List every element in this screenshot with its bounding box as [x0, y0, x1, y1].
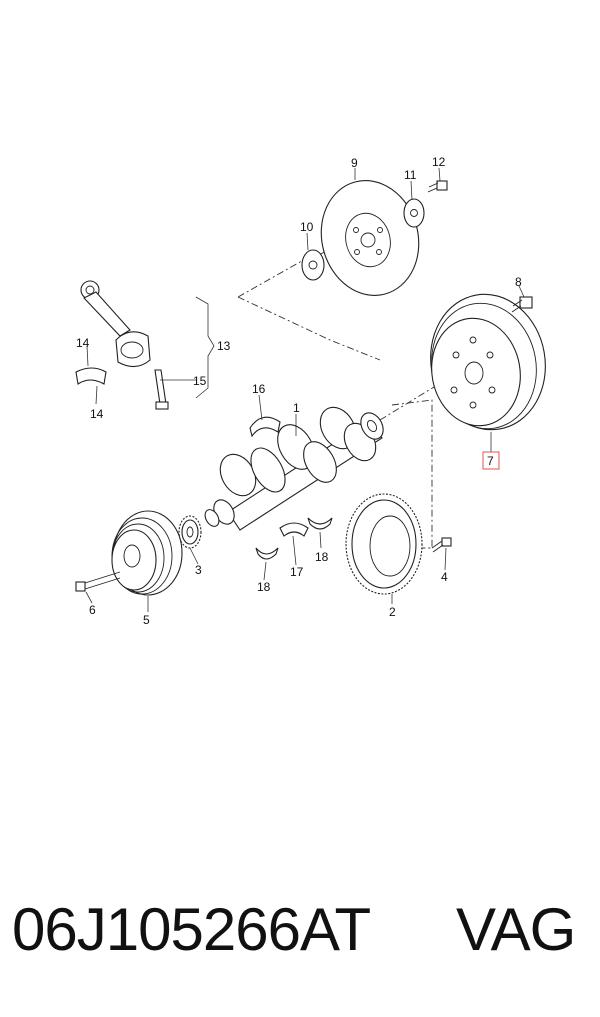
bearing-shell-part-17	[279, 522, 309, 537]
sprocket-part-3	[178, 515, 202, 549]
callout-17: 17	[290, 565, 304, 579]
callout-5: 5	[143, 613, 150, 627]
connecting-rod-assembly	[75, 280, 169, 410]
callout-11: 11	[404, 168, 417, 182]
callout-3: 3	[195, 563, 202, 577]
callout-18-left: 18	[257, 580, 271, 594]
bearing-shell-part-16	[249, 416, 281, 438]
part-info-footer: 06J105266AT VAG	[0, 895, 600, 985]
callout-labels: 1 2 3 4 5 6 7 8 9 10 11 12 13 14 14 15 1…	[76, 155, 522, 627]
callout-8: 8	[515, 275, 522, 289]
callout-4: 4	[441, 570, 448, 584]
callout-14-lower: 14	[90, 407, 104, 421]
callout-13: 13	[217, 339, 231, 353]
callout-14-upper: 14	[76, 336, 90, 350]
callout-18-right: 18	[315, 550, 329, 564]
thrust-washer-part-18-lower	[255, 547, 279, 560]
callout-1: 1	[293, 401, 300, 415]
callout-15: 15	[193, 374, 207, 388]
callout-9: 9	[351, 156, 358, 170]
pulley-part-5	[111, 510, 183, 596]
bolt-part-4	[431, 537, 452, 553]
thrust-washer-part-18-upper	[307, 517, 333, 530]
flywheel-part-7	[430, 293, 546, 431]
ring-gear-part-2	[345, 493, 423, 595]
shim-plate-part-10	[301, 249, 325, 281]
callout-2: 2	[389, 605, 396, 619]
exploded-parts-diagram: 1 2 3 4 5 6 7 8 9 10 11 12 13 14 14 15 1…	[75, 155, 546, 627]
bolt-part-6	[75, 571, 121, 592]
crankshaft-part-1	[204, 406, 384, 531]
drive-plate-part-9	[320, 180, 420, 296]
callout-12: 12	[432, 155, 446, 169]
part-number: 06J105266AT	[12, 896, 371, 963]
callout-16: 16	[252, 382, 266, 396]
callout-7: 7	[487, 454, 494, 468]
reinforcement-plate-part-11	[403, 198, 425, 228]
callout-7-highlight-box	[482, 451, 500, 470]
bolt-part-8	[511, 296, 533, 313]
brand-name: VAG	[456, 896, 576, 963]
bolt-part-12	[427, 180, 448, 193]
leader-lines	[85, 167, 525, 612]
callout-6: 6	[89, 603, 96, 617]
callout-10: 10	[300, 220, 314, 234]
